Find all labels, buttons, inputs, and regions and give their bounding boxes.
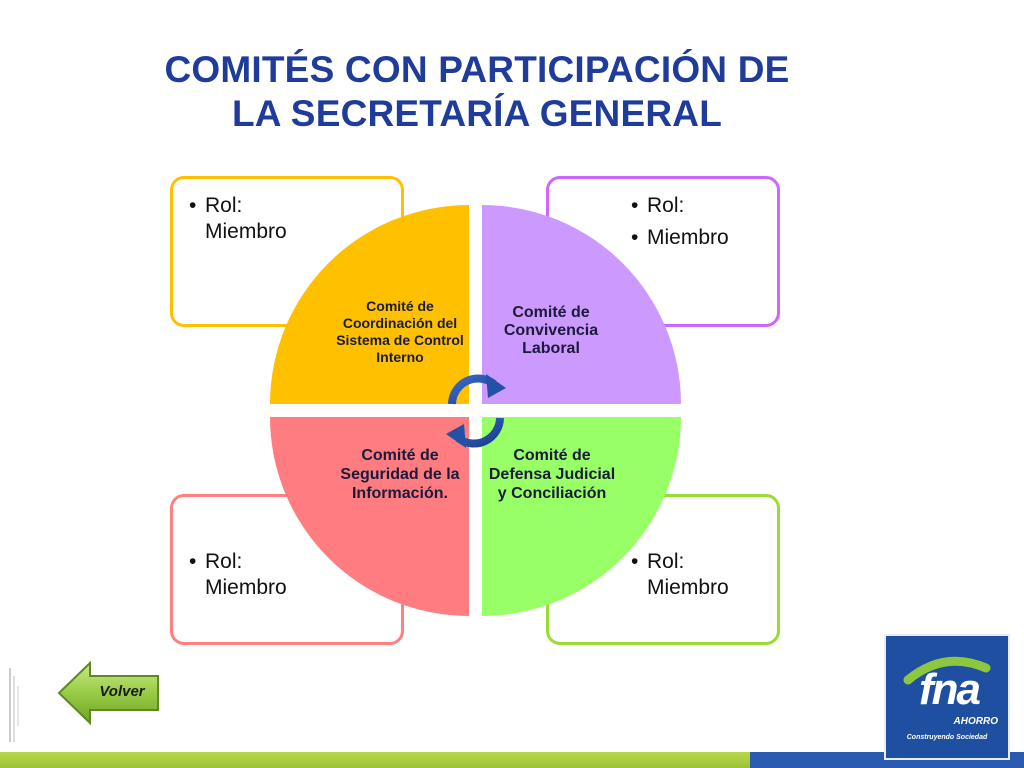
- footer-stripe-green: [0, 752, 750, 768]
- roof-icon: [903, 656, 991, 685]
- quadrant-label-convivencia: Comité de Convivencia Laboral: [503, 304, 599, 357]
- role-box-top-right-item-2: Miembro: [627, 225, 777, 251]
- logo-line-1: AHORRO: [953, 716, 998, 727]
- vertical-fine-print: [9, 668, 19, 742]
- slide-title: COMITÉS CON PARTICIPACIÓN DE LA SECRETAR…: [60, 48, 894, 136]
- fna-logo: fna AHORRO Construyendo Sociedad: [884, 634, 1010, 760]
- logo-line-2: Construyendo Sociedad: [906, 734, 988, 741]
- slide-title-line-2: LA SECRETARÍA GENERAL: [231, 93, 722, 134]
- role-box-top-right-item-1: Rol:: [627, 193, 777, 219]
- quadrant-label-seguridad: Comité de Seguridad de la Información.: [340, 447, 460, 502]
- logo-brand: fna: [919, 665, 981, 714]
- arrow-left-icon: [57, 660, 159, 726]
- cycle-arrows-icon: [446, 374, 506, 448]
- back-button[interactable]: Volver: [56, 660, 162, 726]
- role-box-bottom-left-item: Rol: Miembro: [185, 549, 325, 601]
- role-box-top-left-item: Rol: Miembro: [185, 193, 325, 245]
- slide-title-line-1: COMITÉS CON PARTICIPACIÓN DE: [164, 49, 790, 90]
- quadrant-label-coordinacion: Comité de Coordinación del Sistema de Co…: [336, 298, 464, 365]
- quadrant-label-defensa: Comité de Defensa Judicial y Conciliació…: [488, 447, 616, 502]
- role-box-bottom-right-item: Rol: Miembro: [627, 549, 767, 601]
- back-button-label: Volver: [99, 683, 145, 700]
